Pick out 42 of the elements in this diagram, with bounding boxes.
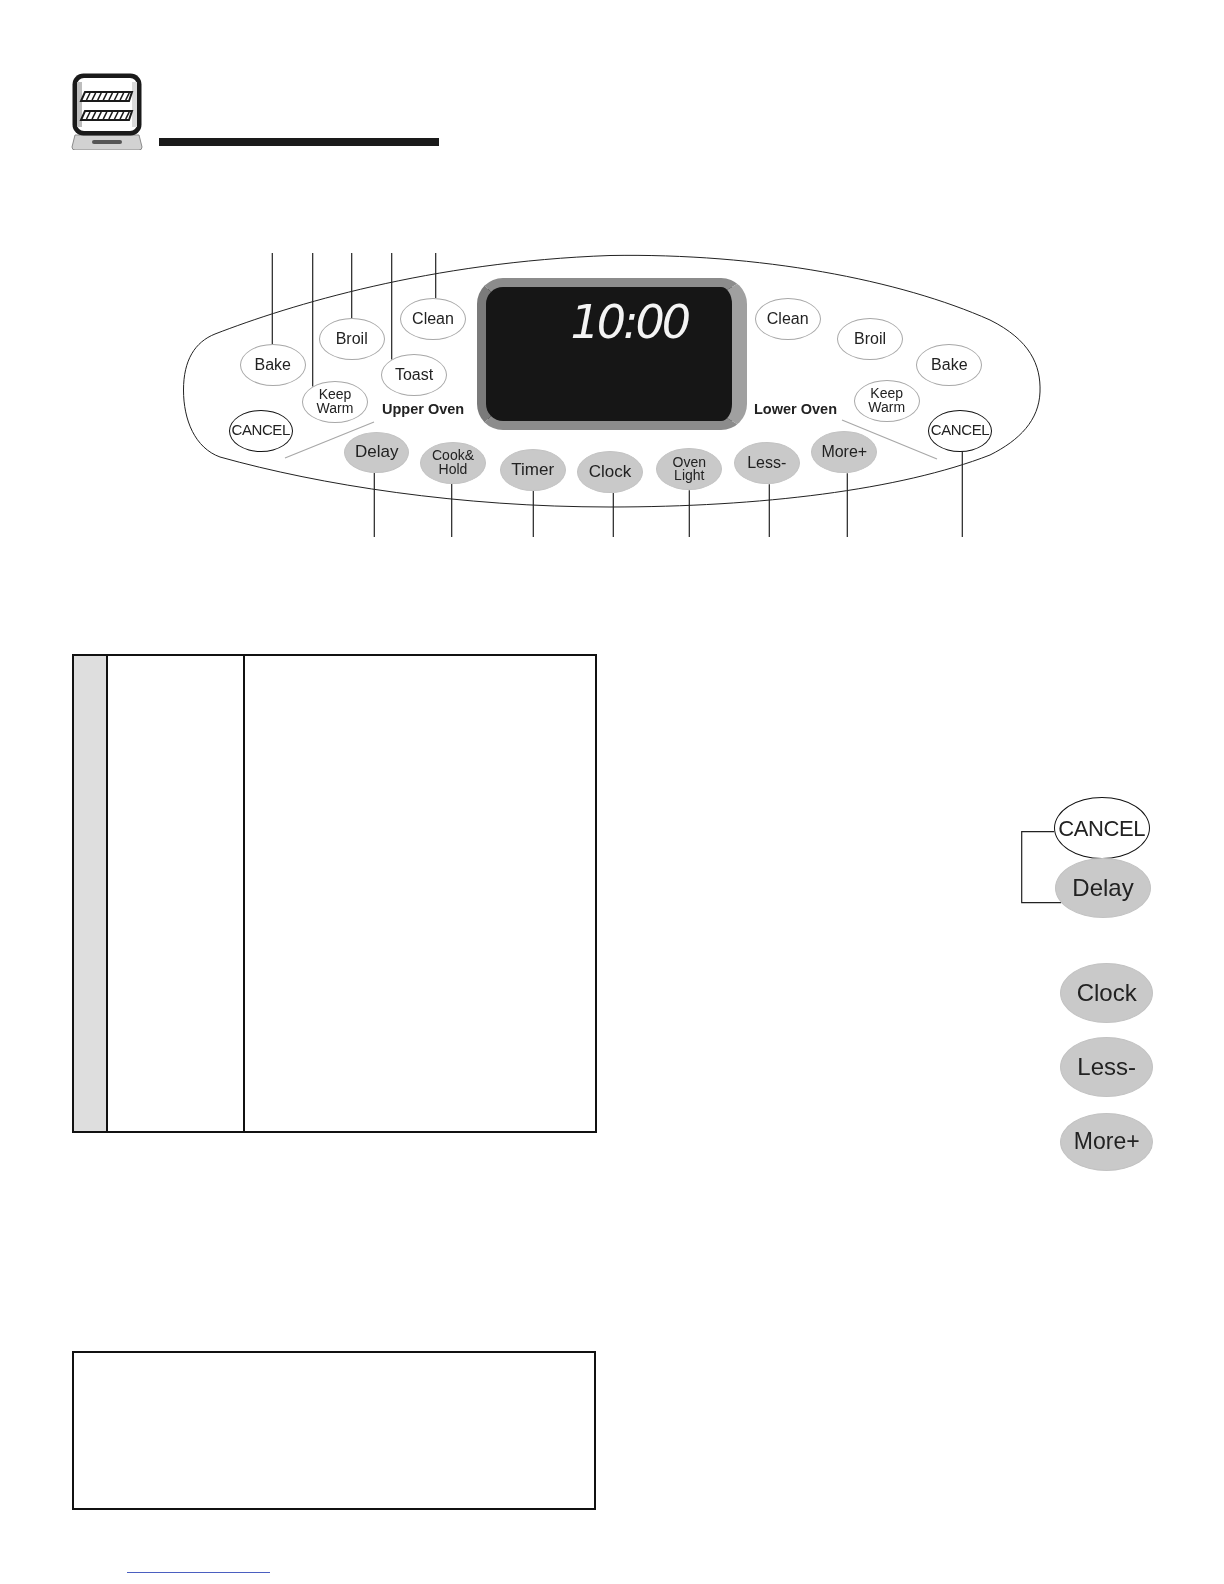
section-label: Lower Oven (754, 401, 837, 418)
keep-warm-button: Keep Warm (302, 381, 368, 423)
bake-button: Bake (916, 344, 983, 386)
leader-line (312, 252, 314, 388)
leader-line (373, 472, 375, 538)
control-panel (183, 255, 1041, 508)
leader-line (612, 492, 614, 538)
leader-line (451, 483, 453, 538)
more-button: More+ (811, 431, 878, 474)
leader-line (391, 252, 393, 361)
leader-line (351, 252, 353, 319)
delay-button: Delay (1055, 858, 1151, 918)
cancel-button: CANCEL (228, 409, 293, 452)
more-button: More+ (1060, 1112, 1154, 1171)
clean-button: Clean (400, 298, 466, 340)
leader-line (435, 252, 437, 299)
leader-line (271, 252, 273, 345)
clean-button: Clean (754, 298, 821, 340)
toast-button: Toast (381, 354, 447, 396)
note-box (72, 1351, 596, 1510)
keep-warm-button: Keep Warm (853, 379, 920, 422)
bracket-line (1021, 831, 1062, 904)
broil-button: Broil (318, 318, 385, 360)
cancel-button: CANCEL (928, 409, 992, 452)
leader-line (532, 490, 534, 538)
delay-button: Delay (344, 432, 410, 474)
leader-line (961, 451, 963, 538)
leader-line (846, 472, 848, 538)
less-button: Less- (1060, 1036, 1154, 1097)
broil-button: Broil (837, 318, 903, 360)
leader-line (768, 483, 770, 538)
section-label: Upper Oven (382, 401, 465, 418)
digital-display: 10:00 (477, 278, 747, 430)
bake-button: Bake (239, 344, 306, 386)
timer-button: Timer (499, 449, 566, 491)
cook-hold-button: Cook& Hold (420, 442, 486, 484)
leader-line (688, 489, 690, 538)
cancel-button: CANCEL (1053, 797, 1150, 860)
less-button: Less- (733, 442, 800, 485)
clock-button: Clock (577, 451, 643, 493)
oven-light-button: Oven Light (656, 448, 723, 491)
clock-button: Clock (1060, 963, 1154, 1023)
